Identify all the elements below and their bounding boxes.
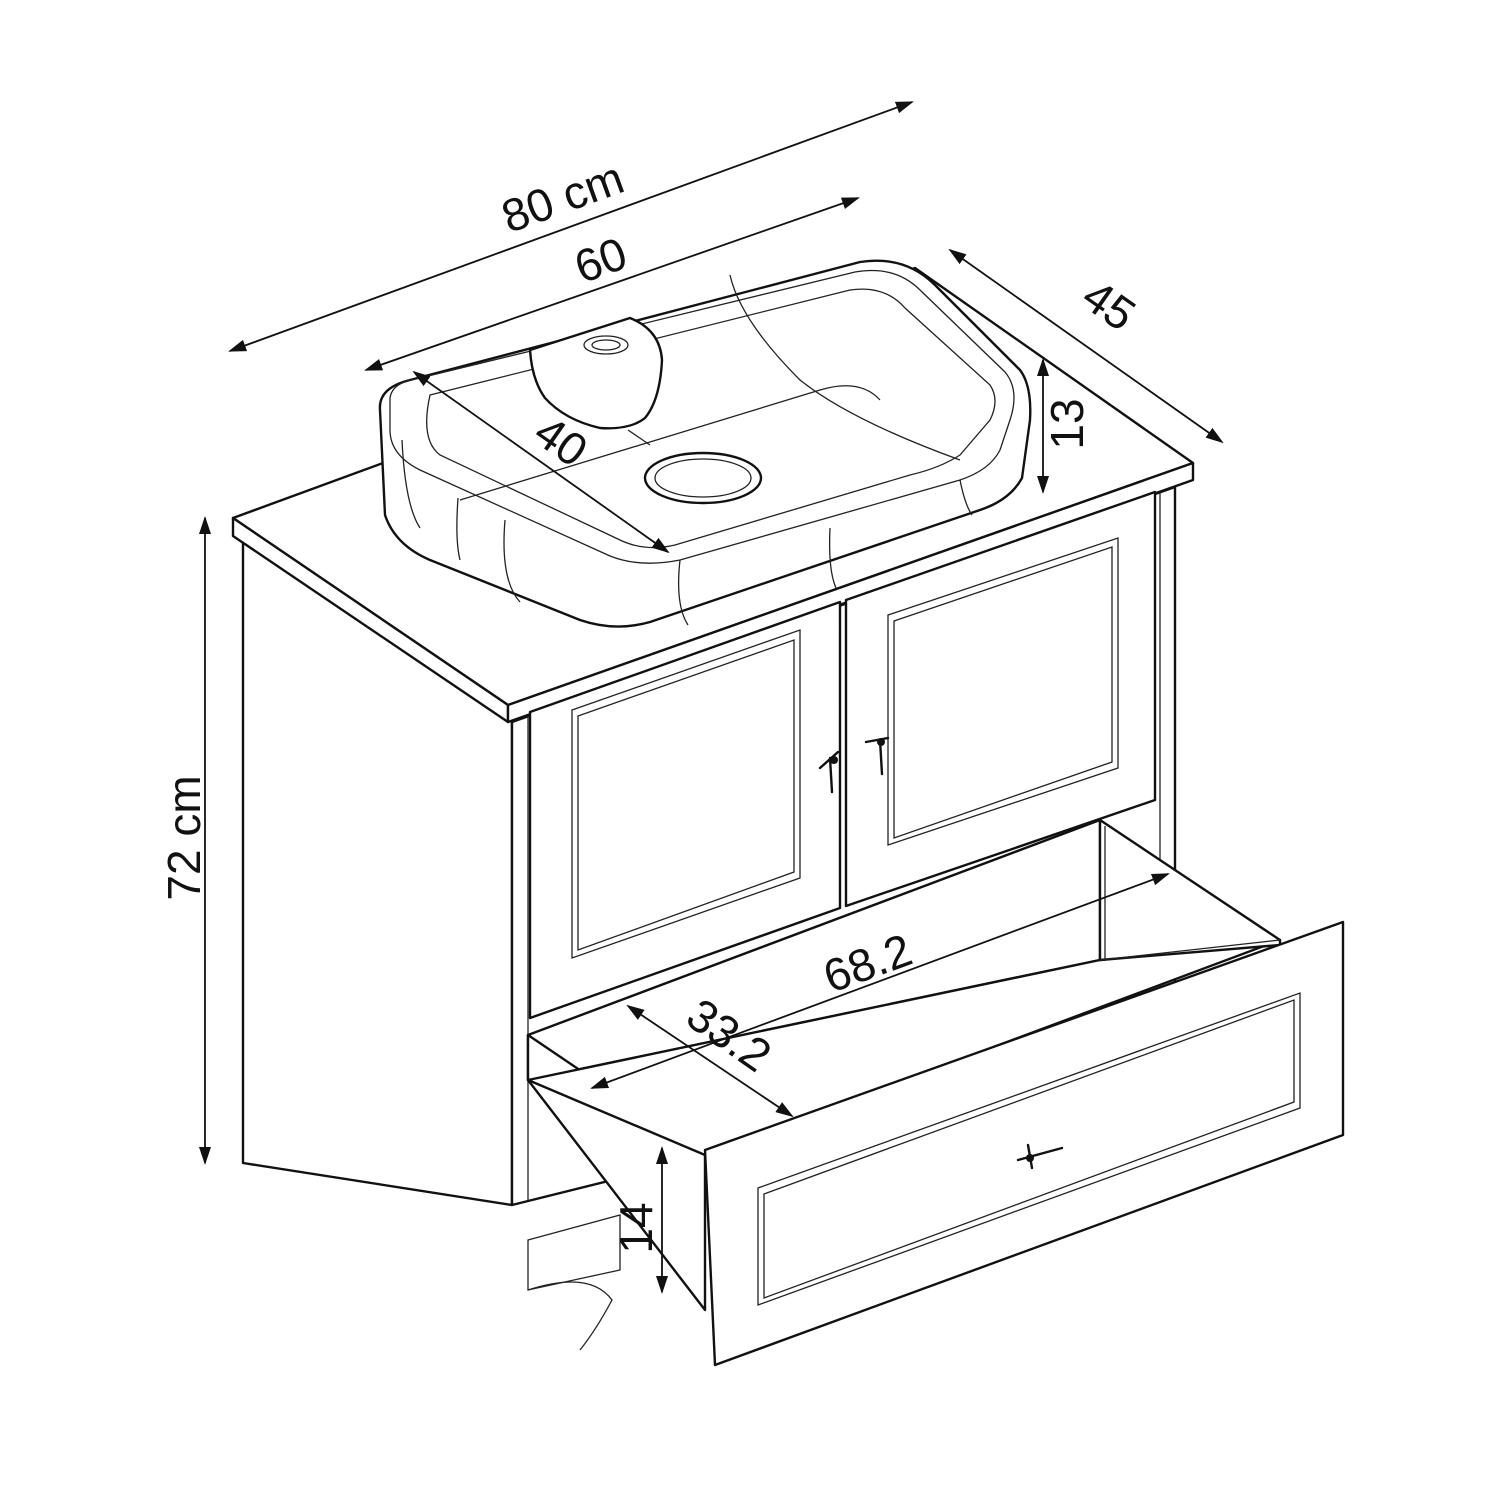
door-right-panel	[887, 537, 1119, 846]
label-basin-width: 60	[568, 227, 634, 293]
dim-line-45	[948, 248, 1224, 444]
door-right	[844, 490, 1157, 908]
plinth-cutout	[527, 1281, 613, 1351]
countertop-side-edge	[506, 461, 1195, 724]
dim-line-60	[364, 197, 860, 371]
label-cabinet-height: 72 cm	[158, 775, 210, 900]
base-opening	[527, 1214, 621, 1291]
dim-line-33-2	[626, 1004, 794, 1118]
label-cabinet-depth: 45	[1073, 269, 1145, 341]
drain-icon	[643, 451, 763, 505]
dimension-lines	[199, 101, 1224, 1294]
dim-line-40	[412, 370, 670, 554]
label-drawer-height: 14	[610, 1202, 662, 1253]
label-basin-height: 13	[1041, 398, 1093, 449]
drawer-handle-icon	[1016, 1143, 1064, 1170]
door-right-handle-icon	[864, 736, 890, 776]
door-left-handle-icon	[818, 750, 840, 794]
